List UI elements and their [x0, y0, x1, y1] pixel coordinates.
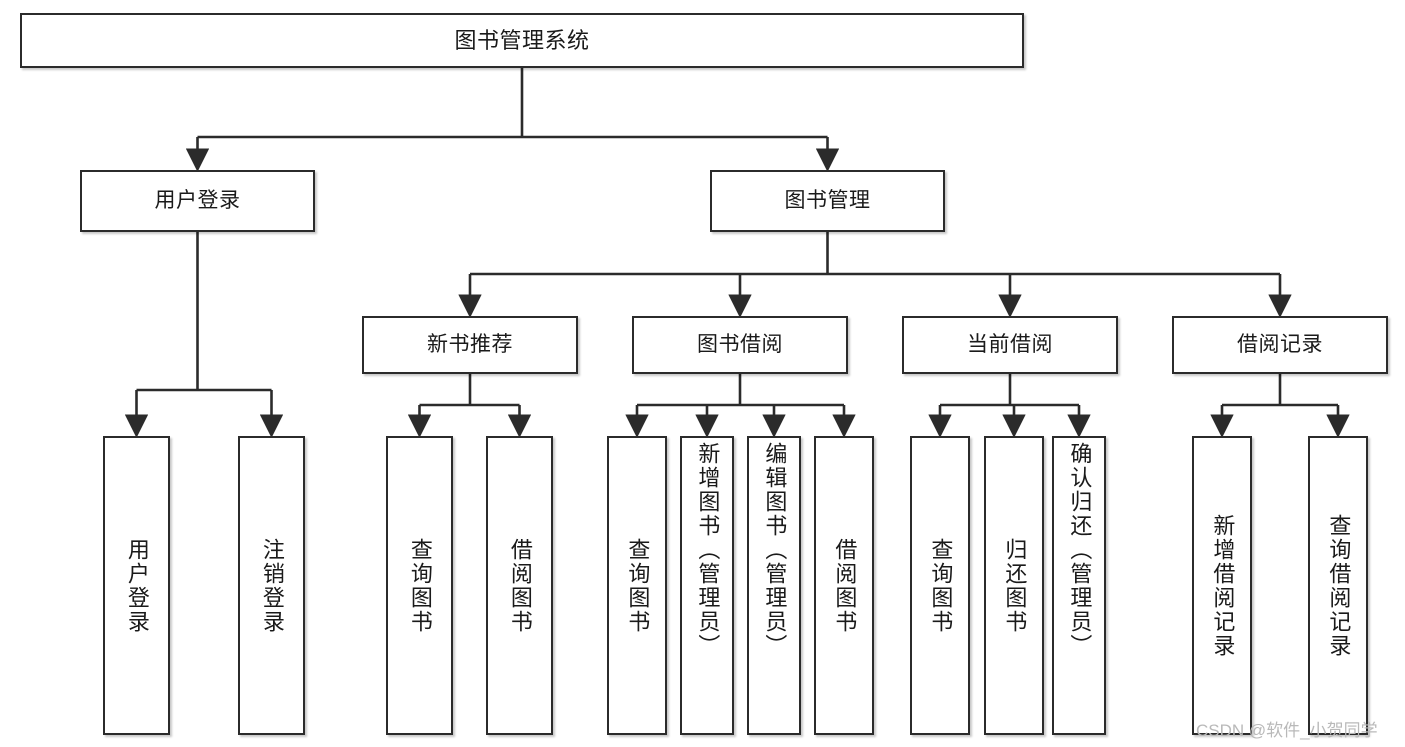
node-book-borrow[interactable]: 图书借阅 [632, 316, 848, 374]
node-new-book-recommend[interactable]: 新书推荐 [362, 316, 578, 374]
node-root[interactable]: 图书管理系统 [20, 13, 1024, 68]
leaf-query-book-1[interactable]: 查询图书 [386, 436, 453, 735]
leaf-edit-book-admin-label: 编辑图书（管理员） [762, 442, 788, 658]
node-book-management-label: 图书管理 [784, 188, 871, 212]
leaf-confirm-return-admin-label: 确认归还（管理员） [1067, 442, 1093, 658]
watermark: CSDN @软件_小贺同学 [1196, 721, 1378, 740]
leaf-confirm-return-admin[interactable]: 确认归还（管理员） [1052, 436, 1106, 735]
leaf-query-book-2[interactable]: 查询图书 [607, 436, 667, 735]
leaf-borrow-book-2-label: 借阅图书 [832, 537, 858, 634]
leaf-borrow-book-1[interactable]: 借阅图书 [486, 436, 553, 735]
leaf-query-book-3-label: 查询图书 [928, 537, 954, 634]
leaf-query-book-2-label: 查询图书 [625, 537, 651, 634]
leaf-query-book-1-label: 查询图书 [407, 537, 433, 634]
node-current-borrow-label: 当前借阅 [967, 332, 1053, 356]
leaf-user-login[interactable]: 用户登录 [103, 436, 170, 735]
leaf-edit-book-admin[interactable]: 编辑图书（管理员） [747, 436, 801, 735]
node-user-login[interactable]: 用户登录 [80, 170, 315, 232]
leaf-logout-login-label: 注销登录 [259, 537, 285, 634]
node-book-borrow-label: 图书借阅 [697, 332, 783, 356]
leaf-query-borrow-record[interactable]: 查询借阅记录 [1308, 436, 1368, 735]
leaf-query-book-3[interactable]: 查询图书 [910, 436, 970, 735]
leaf-add-book-admin-label: 新增图书（管理员） [695, 442, 721, 658]
leaf-return-book[interactable]: 归还图书 [984, 436, 1044, 735]
leaf-return-book-label: 归还图书 [1002, 537, 1028, 634]
leaf-query-borrow-record-label: 查询借阅记录 [1326, 513, 1352, 658]
node-user-login-label: 用户登录 [154, 188, 241, 212]
leaf-logout-login[interactable]: 注销登录 [238, 436, 305, 735]
leaf-add-borrow-record-label: 新增借阅记录 [1210, 513, 1236, 658]
node-new-book-recommend-label: 新书推荐 [427, 332, 513, 356]
node-borrow-record[interactable]: 借阅记录 [1172, 316, 1388, 374]
node-current-borrow[interactable]: 当前借阅 [902, 316, 1118, 374]
node-root-label: 图书管理系统 [454, 27, 590, 53]
node-book-management[interactable]: 图书管理 [710, 170, 945, 232]
leaf-user-login-label: 用户登录 [124, 537, 150, 634]
leaf-add-book-admin[interactable]: 新增图书（管理员） [680, 436, 734, 735]
leaf-borrow-book-2[interactable]: 借阅图书 [814, 436, 874, 735]
leaf-borrow-book-1-label: 借阅图书 [507, 537, 533, 634]
leaf-add-borrow-record[interactable]: 新增借阅记录 [1192, 436, 1252, 735]
node-borrow-record-label: 借阅记录 [1237, 332, 1323, 356]
